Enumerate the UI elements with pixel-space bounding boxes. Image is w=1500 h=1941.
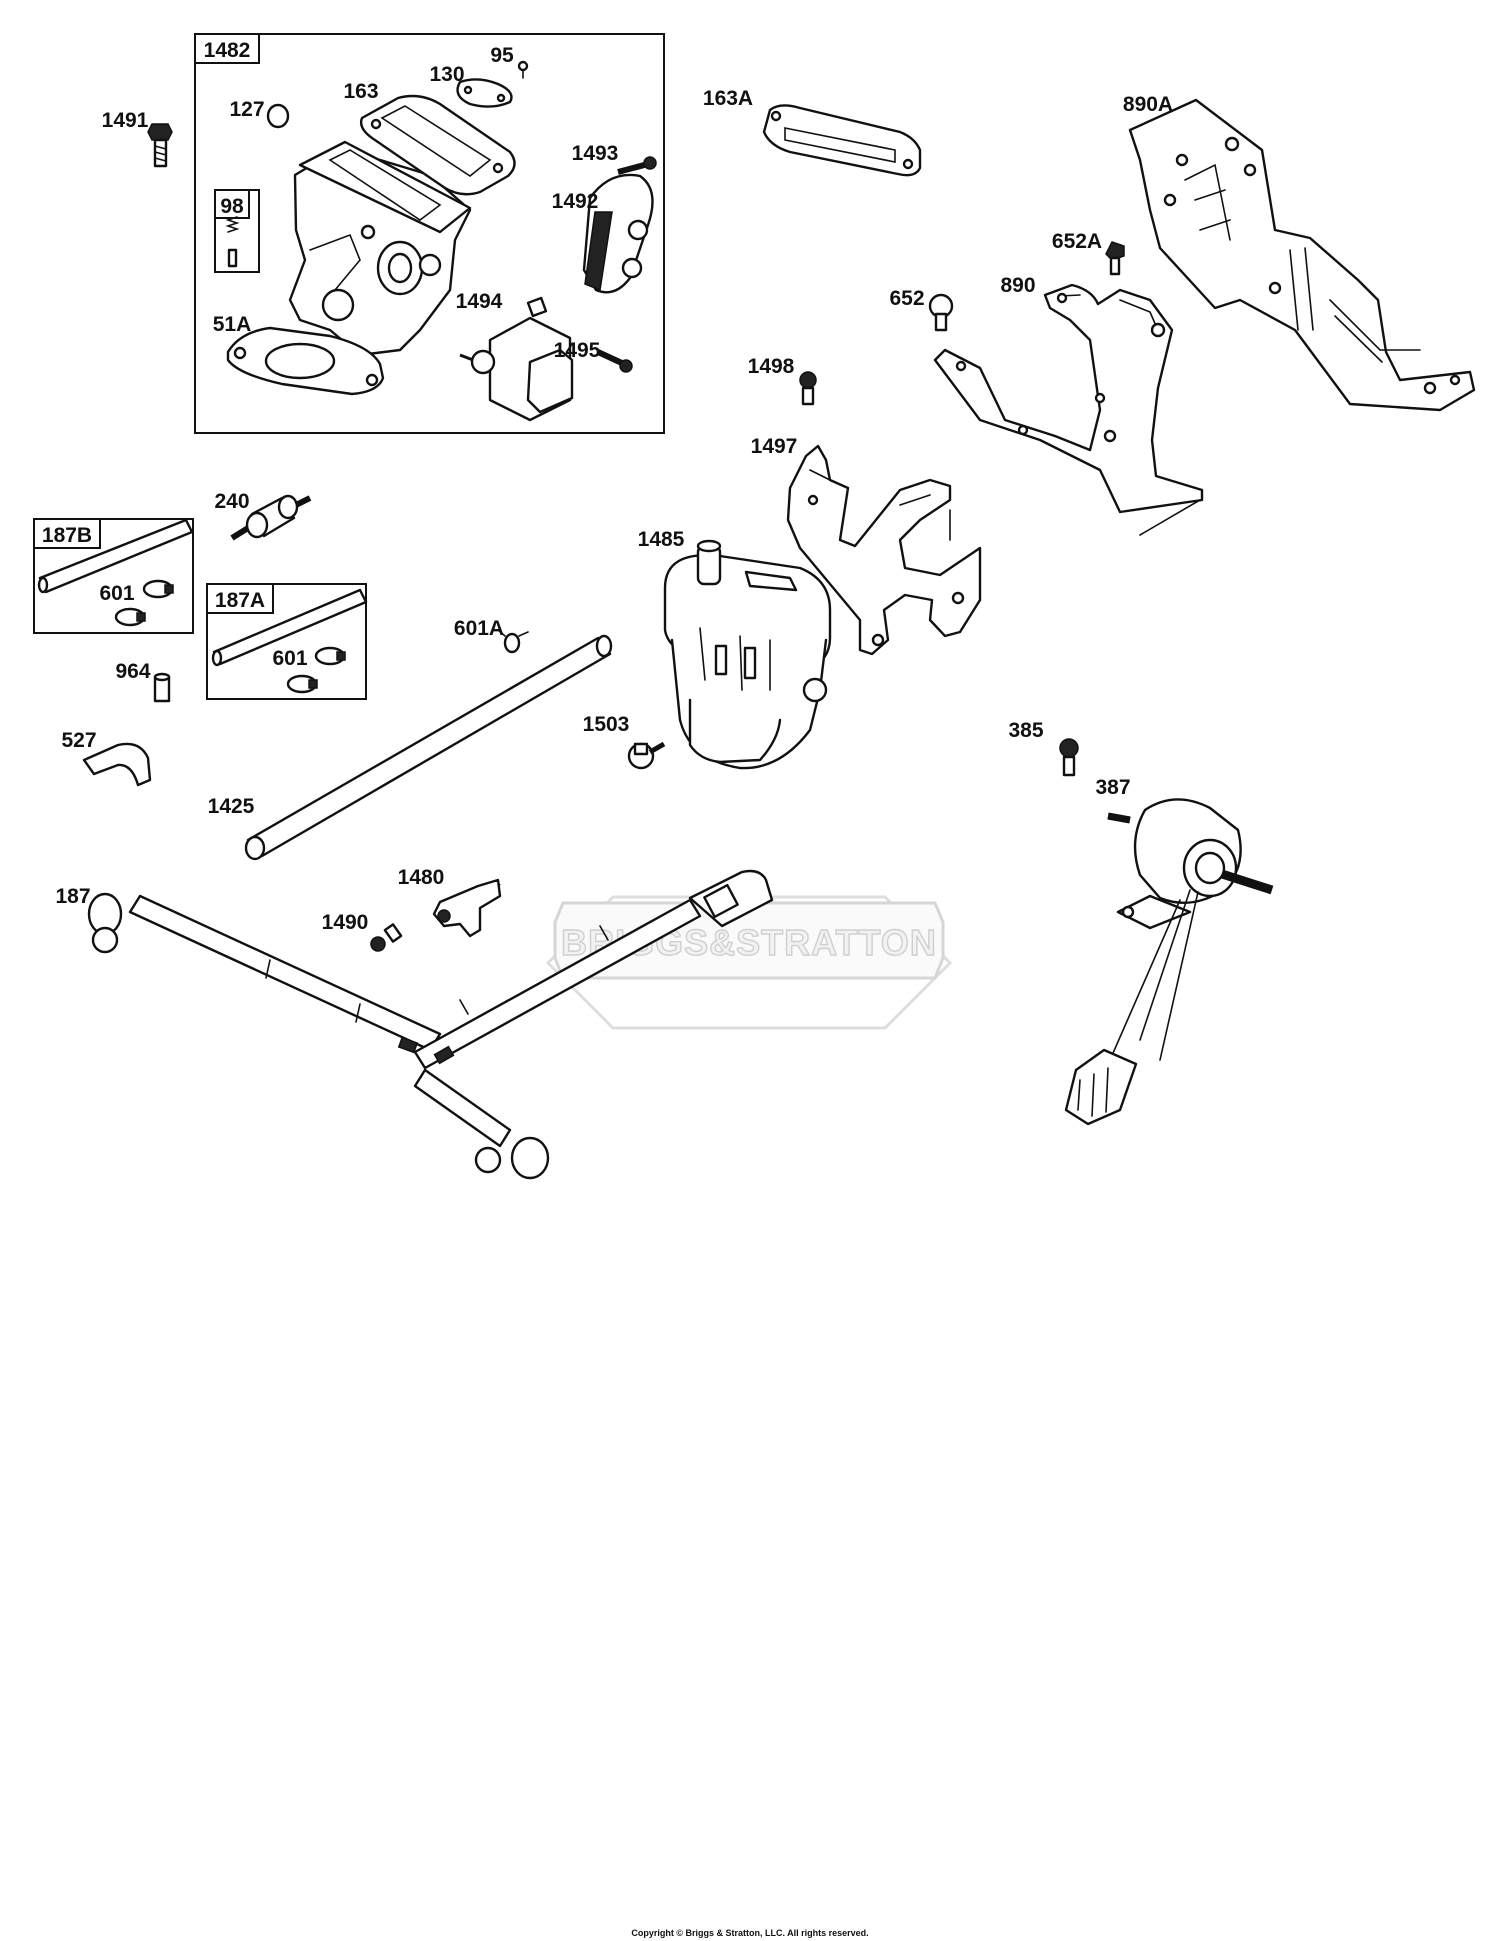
kit-box-187B — [33, 518, 194, 634]
label-652A: 652A — [1052, 230, 1102, 253]
label-387: 387 — [1095, 776, 1130, 799]
kit-box-1482 — [194, 33, 665, 434]
label-1495: 1495 — [554, 339, 601, 362]
label-51A: 51A — [213, 313, 252, 336]
part-labels: 1482 95 130 163 127 1491 98 1493 1492 51… — [42, 39, 1173, 934]
label-187: 187 — [55, 885, 90, 908]
label-163A: 163A — [703, 87, 753, 110]
label-1490: 1490 — [322, 911, 369, 934]
fuel-line-187 — [87, 869, 774, 1180]
screw-1490 — [370, 923, 403, 952]
label-1497: 1497 — [751, 435, 798, 458]
oring-127 — [266, 103, 290, 129]
label-1492: 1492 — [552, 190, 599, 213]
screw-652 — [928, 293, 954, 332]
fuel-pump-387 — [1064, 798, 1274, 1126]
filter-240 — [230, 494, 312, 541]
kit-box-187A — [206, 583, 367, 700]
label-1491: 1491 — [102, 109, 149, 132]
label-95: 95 — [490, 44, 514, 67]
spacer-964 — [153, 672, 171, 703]
bracket-890 — [933, 283, 1204, 536]
screw-1493 — [617, 156, 657, 175]
throttle-body — [288, 140, 472, 357]
screw-1498 — [799, 371, 817, 406]
copyright-notice: Copyright © Briggs & Stratton, LLC. All … — [631, 1928, 869, 1938]
label-385: 385 — [1008, 719, 1043, 742]
bracket-1497 — [786, 444, 982, 656]
screw-385 — [1059, 738, 1079, 777]
gasket-51A — [226, 326, 385, 396]
label-1425: 1425 — [208, 795, 255, 818]
gasket-163A — [762, 104, 922, 177]
label-1503: 1503 — [583, 713, 630, 736]
label-1485: 1485 — [638, 528, 685, 551]
label-890A: 890A — [1123, 93, 1173, 116]
kit-tag-187B — [33, 518, 101, 549]
fuel-module-1485 — [663, 539, 832, 770]
actuator-1494 — [459, 296, 574, 422]
label-1494: 1494 — [456, 290, 503, 313]
bracket-890A — [1128, 98, 1476, 412]
label-601-a: 601 — [99, 582, 134, 605]
label-527: 527 — [61, 729, 96, 752]
label-1482: 1482 — [204, 39, 251, 62]
kit-tag-1482 — [194, 33, 260, 64]
bolt-1491 — [147, 123, 173, 168]
clamp-601-a — [114, 579, 174, 627]
clamp-601-b — [286, 646, 346, 694]
tube-1425 — [244, 634, 613, 861]
hose-187B — [37, 518, 194, 594]
label-187B: 187B — [42, 524, 92, 547]
label-1480: 1480 — [398, 866, 445, 889]
spring-screw-98 — [225, 216, 240, 268]
label-127: 127 — [229, 98, 264, 121]
gasket-163 — [359, 94, 516, 196]
sensor-1492 — [582, 173, 654, 294]
label-601A: 601A — [454, 617, 504, 640]
kit-tag-187A — [206, 583, 274, 614]
label-601-b: 601 — [272, 647, 307, 670]
screw-95 — [517, 60, 529, 79]
screw-652A — [1105, 241, 1125, 276]
gasket-130 — [456, 78, 513, 108]
label-652: 652 — [889, 287, 924, 310]
label-130: 130 — [429, 63, 464, 86]
clip-601A — [497, 629, 529, 654]
label-240: 240 — [214, 490, 249, 513]
screw-1495 — [596, 349, 633, 373]
injector-1480 — [432, 878, 502, 938]
label-163: 163 — [343, 80, 378, 103]
screw-1503 — [627, 741, 666, 770]
label-890: 890 — [1000, 274, 1035, 297]
label-187A: 187A — [215, 589, 265, 612]
label-1493: 1493 — [572, 142, 619, 165]
hose-187A — [211, 588, 368, 667]
label-98: 98 — [220, 195, 244, 218]
label-1498: 1498 — [748, 355, 795, 378]
label-964: 964 — [115, 660, 150, 683]
clip-527 — [82, 742, 152, 787]
